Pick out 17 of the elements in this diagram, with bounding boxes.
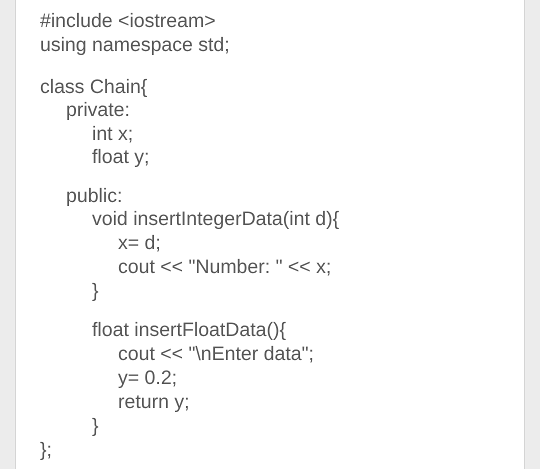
code-line: private: bbox=[66, 99, 130, 121]
code-line: float y; bbox=[92, 146, 150, 168]
code-line: void insertIntegerData(int d){ bbox=[92, 208, 340, 230]
code-line: y= 0.2; bbox=[118, 367, 178, 389]
code-line: #include <iostream> bbox=[40, 10, 216, 32]
code-line: cout << "\nEnter data"; bbox=[118, 343, 314, 365]
code-line: float insertFloatData(){ bbox=[92, 319, 286, 341]
code-line: return y; bbox=[118, 391, 190, 413]
code-line: } bbox=[92, 280, 99, 302]
code-line: public: bbox=[66, 185, 122, 207]
code-line: x= d; bbox=[118, 232, 161, 254]
code-line: } bbox=[92, 415, 99, 437]
code-line: }; bbox=[40, 439, 52, 461]
code-line: using namespace std; bbox=[40, 34, 230, 56]
code-line: cout << "Number: " << x; bbox=[118, 256, 332, 278]
code-line: class Chain{ bbox=[40, 76, 148, 98]
code-line: int x; bbox=[92, 123, 134, 145]
